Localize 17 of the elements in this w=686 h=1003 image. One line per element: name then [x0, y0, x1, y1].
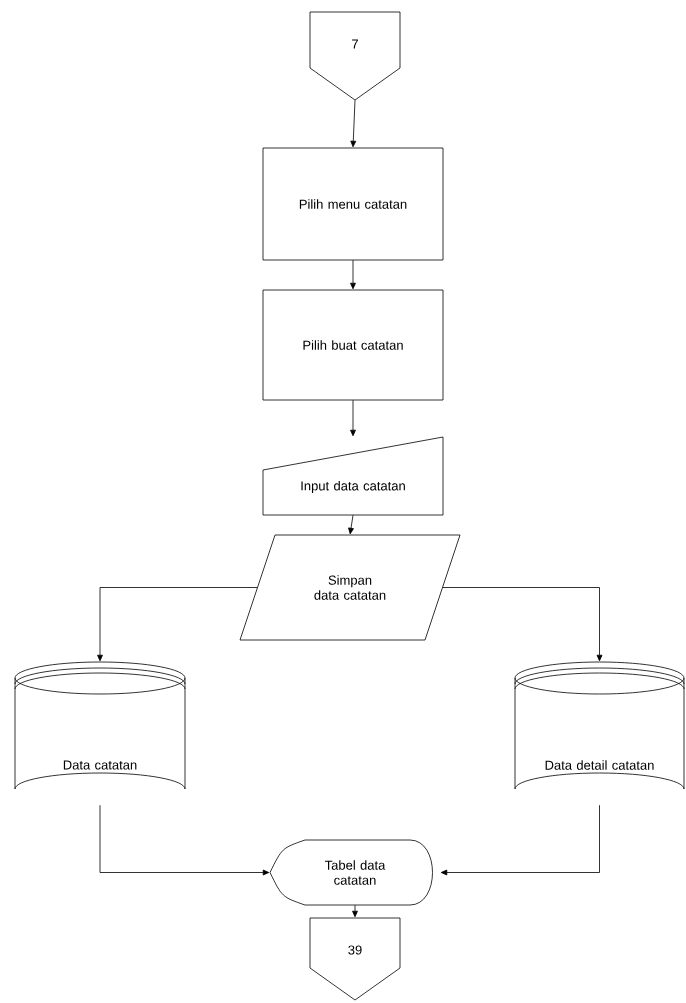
process-box: Pilih buat catatan: [262, 289, 444, 401]
arrow: [350, 259, 356, 290]
off-page-connector: 39: [309, 917, 401, 1001]
disk-storage-cylinder: Data detail catatan: [514, 661, 685, 790]
display-shape: Tabel data catatan: [269, 839, 433, 906]
arrow: [352, 904, 358, 918]
arrow: [350, 399, 356, 437]
data-parallelogram: Simpan data catatan: [239, 534, 461, 641]
arrow: [442, 587, 603, 662]
arrow: [350, 99, 357, 148]
off-page-connector: 7: [309, 11, 401, 101]
arrow: [97, 587, 258, 662]
arrow: [440, 804, 600, 876]
process-box: Pilih menu catatan: [262, 147, 444, 261]
arrow: [99, 804, 270, 876]
disk-storage-cylinder: Data catatan: [14, 661, 186, 790]
arrow: [348, 514, 354, 535]
